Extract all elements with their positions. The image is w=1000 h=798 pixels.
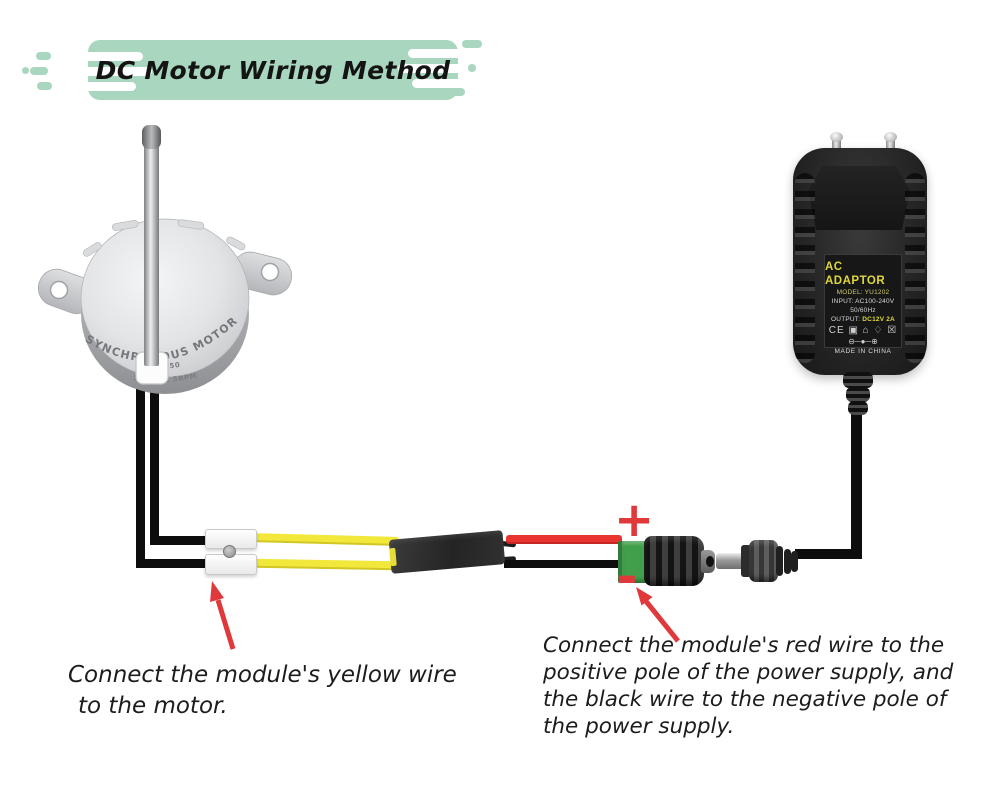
certification-icons: CE ▣ ⌂ ♢ ☒ <box>828 325 898 336</box>
adapter-rib-right <box>905 173 925 363</box>
banner-notch <box>50 67 152 76</box>
banner-notch <box>58 52 143 61</box>
dc-plug-ring <box>784 549 791 574</box>
motor-shaft <box>144 142 159 366</box>
adapter-cable-vertical <box>851 412 862 559</box>
adapter-prong-tip <box>830 132 843 142</box>
adapter-prong-tip <box>884 132 897 142</box>
red-wire <box>506 535 622 544</box>
banner-deco-dash <box>462 40 482 48</box>
adapter-output: OUTPUT: DC12V 2A <box>831 315 895 324</box>
arrow-to-connector <box>210 581 236 650</box>
annotation-left-line2: to the motor. <box>78 693 228 719</box>
strain-relief-bump <box>848 401 868 415</box>
adapter-output-label: OUTPUT: <box>831 316 861 323</box>
banner-deco-dash <box>30 67 48 75</box>
strain-relief-bump <box>843 372 873 388</box>
banner-notch <box>398 64 474 73</box>
banner-deco-dot <box>22 67 29 74</box>
dc-plug-ring <box>776 546 783 576</box>
annotation-left-line1: Connect the module's yellow wire <box>68 662 457 688</box>
yellow-wire-bottom <box>250 558 398 571</box>
motor-rim-slots <box>82 219 246 257</box>
minus-symbol: - <box>616 547 638 607</box>
motor-black-wire-vertical-inner <box>150 384 159 545</box>
dc-plug-body <box>749 540 778 582</box>
banner-deco-dash <box>448 88 465 96</box>
motor-black-wire-horizontal-lower <box>136 559 210 568</box>
adapter-frequency: 50/60Hz <box>850 307 876 314</box>
motor-shaft-tip <box>142 125 161 149</box>
banner-notch <box>412 79 464 88</box>
annotation-left: Connect the module's yellow wire to the … <box>68 660 457 722</box>
adapter-cable-horizontal <box>795 549 857 559</box>
strain-relief-bump <box>846 387 870 402</box>
motor-black-wire-horizontal-upper <box>150 536 210 545</box>
dc-jack-female <box>644 536 704 586</box>
adapter-label: AC ADAPTOR MODEL: YU1202 INPUT: AC100-24… <box>824 254 902 355</box>
dc-jack-hole <box>706 556 714 567</box>
dc-plug-ring <box>791 551 798 572</box>
adapter-rib-left <box>795 173 815 363</box>
polarity-diagram-icon: ⊖─●─⊕ <box>848 337 878 346</box>
annotation-right-line1: Connect the module's red wire to the <box>543 633 945 658</box>
synchronous-motor: SYNCHRONOUS MOTOR TYC-50 50/60HZ 5RPM <box>37 125 293 394</box>
adapter-plug-face <box>808 166 910 230</box>
control-module <box>388 530 506 574</box>
annotation-right-line3: the black wire to the negative pole of <box>543 687 947 712</box>
motor-black-wire-vertical-outer <box>136 384 145 568</box>
black-wire <box>504 560 622 568</box>
ear-hole <box>260 262 280 282</box>
page-title: DC Motor Wiring Method <box>95 55 451 85</box>
yellow-wire-top <box>250 533 400 546</box>
annotation-right-line2: positive pole of the power supply, and <box>543 660 954 685</box>
banner-deco-dash <box>36 52 51 60</box>
banner-notch <box>408 49 464 58</box>
banner-notch <box>60 82 136 91</box>
banner-deco-dot <box>468 64 476 72</box>
banner-deco-dash <box>37 82 52 90</box>
adapter-output-value: DC12V 2A <box>862 316 895 323</box>
plus-symbol: + <box>614 492 655 548</box>
ac-adapter: AC ADAPTOR MODEL: YU1202 INPUT: AC100-24… <box>788 128 932 428</box>
connector-screw <box>223 545 236 558</box>
adapter-model: MODEL: YU1202 <box>836 289 890 296</box>
adapter-origin: MADE IN CHINA <box>834 348 892 355</box>
annotation-right-line4: the power supply. <box>543 714 735 739</box>
dc-plug-barrel <box>716 553 744 569</box>
annotation-right: Connect the module's red wire to the pos… <box>543 632 953 740</box>
ear-hole <box>49 280 69 300</box>
dc-plug-collar <box>741 545 751 577</box>
adapter-input: INPUT: AC100-240V <box>831 298 895 305</box>
adapter-label-title: AC ADAPTOR <box>825 261 886 287</box>
